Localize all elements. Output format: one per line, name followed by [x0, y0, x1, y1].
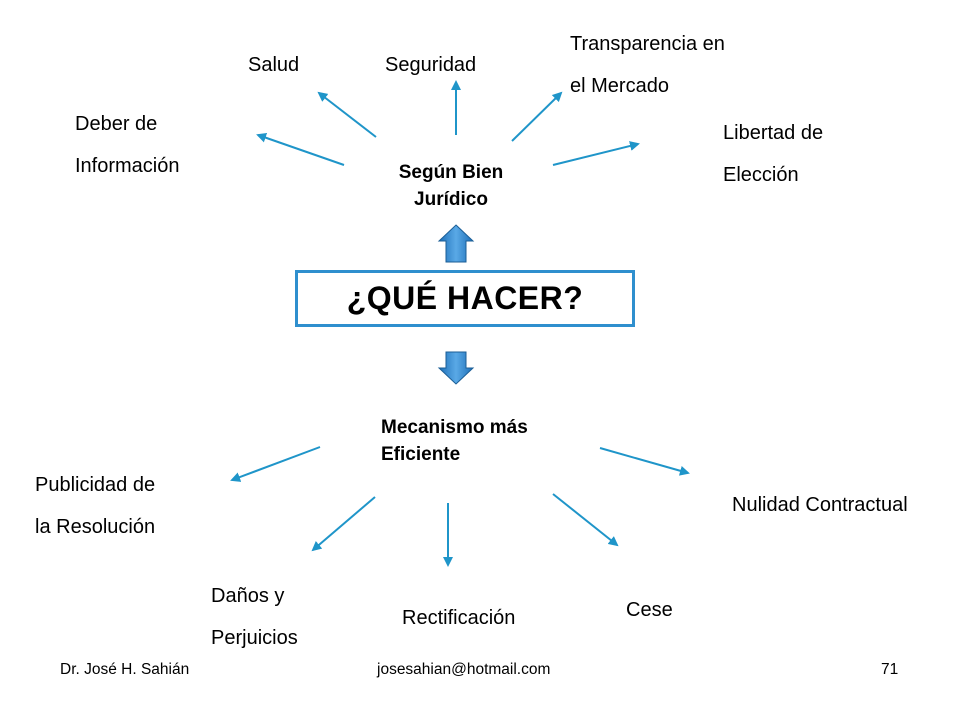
label-transparencia: Transparencia en el Mercado	[570, 33, 725, 97]
group-title-mecanismo: Mecanismo más Eficiente	[381, 417, 528, 465]
arrow-to-salud	[317, 91, 377, 138]
main-question-title: ¿QUÉ HACER?	[346, 280, 584, 316]
down-block-arrow	[437, 351, 475, 385]
label-cese: Cese	[626, 599, 673, 621]
arrow-to-libertad	[552, 141, 640, 166]
label-danos-y-perjuicios: Daños y Perjuicios	[211, 585, 298, 649]
arrow-to-transparencia	[511, 91, 563, 142]
arrow-to-nulidad	[599, 447, 690, 476]
label-seguridad: Seguridad	[385, 54, 477, 76]
label-rectificacion: Rectificación	[402, 607, 516, 629]
arrow-to-danos	[311, 496, 376, 552]
arrow-to-cese	[552, 493, 619, 547]
label-salud: Salud	[248, 54, 300, 76]
footer-page-number: 71	[881, 661, 899, 678]
arrow-to-publicidad	[230, 446, 321, 482]
label-publicidad: Publicidad de la Resolución	[35, 474, 156, 538]
footer-email: josesahian@hotmail.com	[377, 661, 551, 678]
label-libertad-de-eleccion: Libertad de Elección	[723, 122, 824, 186]
arrow-to-deber	[256, 132, 345, 166]
label-deber-de-informacion: Deber de Información	[75, 113, 180, 177]
up-block-arrow	[437, 224, 475, 263]
group-title-bien-juridico: Según Bien Jurídico	[398, 162, 504, 210]
footer-author: Dr. José H. Sahián	[60, 661, 190, 678]
main-question-box: ¿QUÉ HACER?	[295, 270, 635, 327]
label-nulidad-contractual: Nulidad Contractual	[732, 494, 908, 516]
